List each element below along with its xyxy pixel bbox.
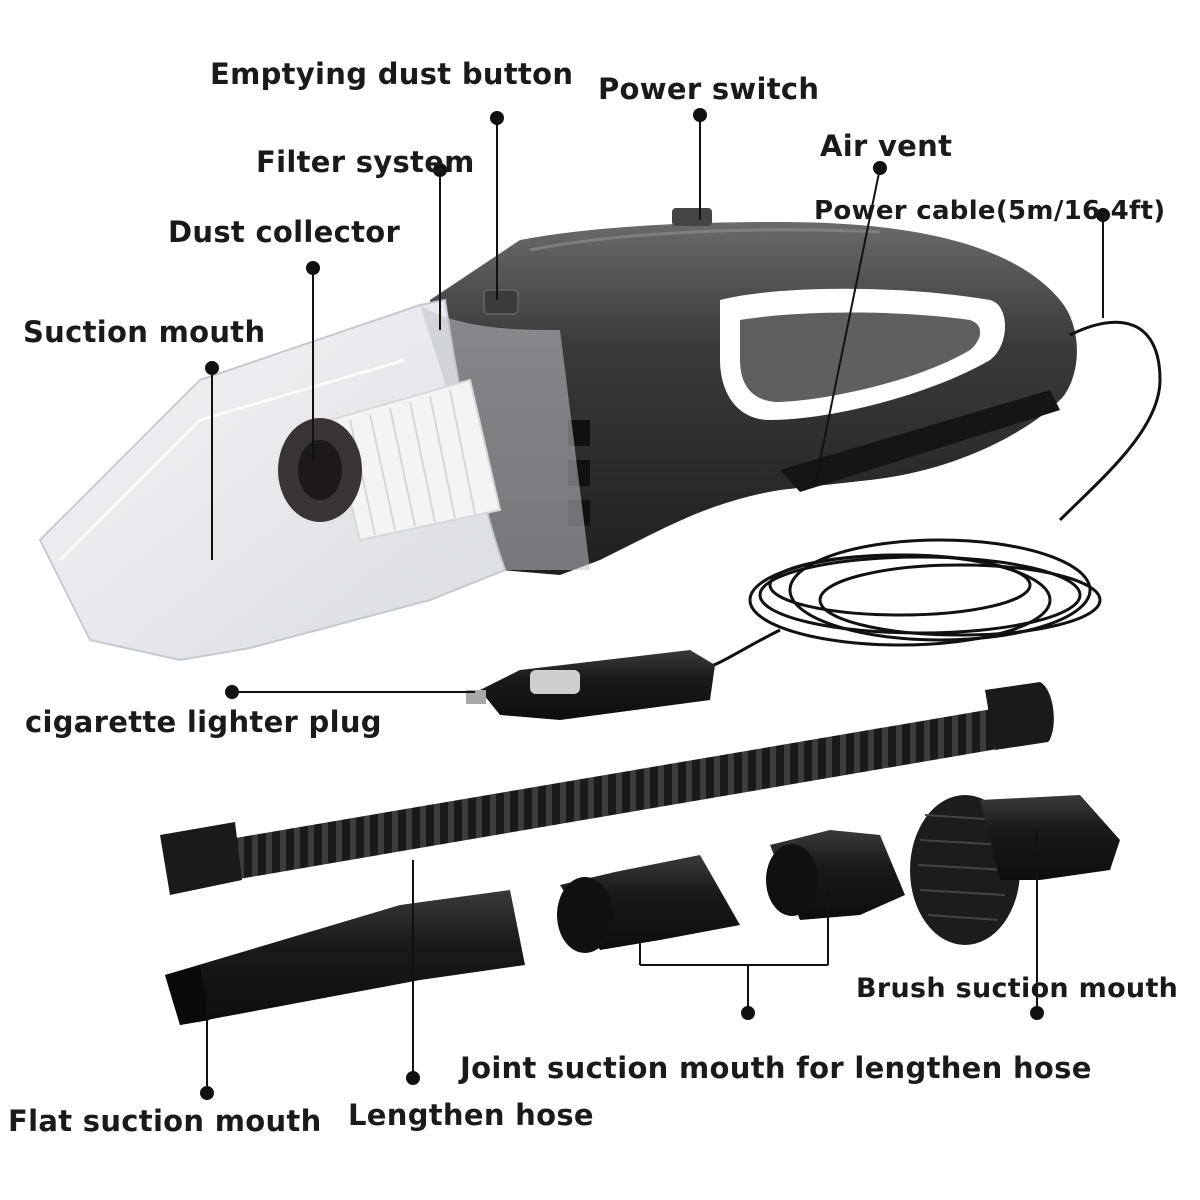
label-dust-collector: Dust collector [168,215,401,249]
emptying-button-icon [483,289,519,315]
label-lengthen-hose: Lengthen hose [348,1098,594,1132]
label-joint-suction-mouth: Joint suction mouth for lengthen hose [460,1051,1092,1085]
label-suction-mouth: Suction mouth [23,315,266,349]
lengthen-hose [160,682,1054,895]
joint-suction-mouth-tools [557,830,905,953]
cigarette-plug [466,650,715,720]
flat-suction-mouth-tool [165,890,525,1025]
label-air-vent: Air vent [820,129,953,163]
filter-cartridge [278,378,502,542]
label-power-switch: Power switch [598,72,820,106]
label-cigarette-lighter-plug: cigarette lighter plug [25,705,382,739]
label-flat-suction-mouth: Flat suction mouth [8,1104,322,1138]
label-power-cable: Power cable(5m/16.4ft) [814,196,1166,226]
vacuum-body [430,208,1077,575]
power-switch-icon [672,208,712,226]
brush-suction-mouth-tool [910,795,1120,945]
leader-lines [200,108,1110,1100]
label-filter-system: Filter system [256,145,475,179]
label-emptying-dust-button: Emptying dust button [210,57,574,91]
label-brush-suction-mouth: Brush suction mouth [856,973,1179,1004]
